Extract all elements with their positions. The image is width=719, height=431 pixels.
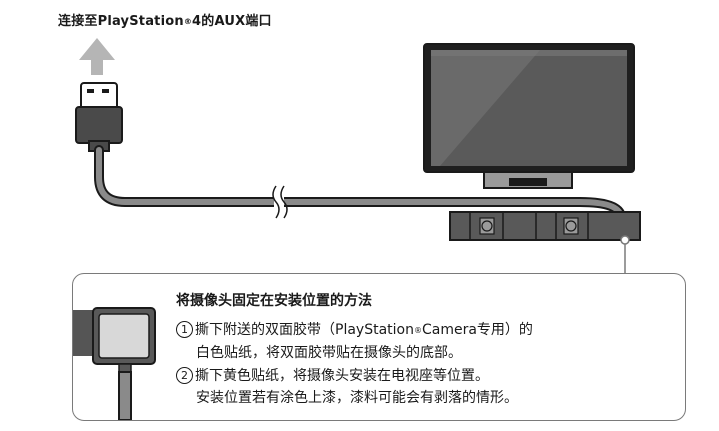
up-arrow-icon: [79, 38, 115, 75]
camera-icon: [449, 211, 641, 273]
step-number-2: 2: [176, 367, 193, 384]
camera-cable: [94, 145, 626, 223]
usb-plug-icon: [75, 82, 123, 152]
step-2-line-2: 安装位置若有涂色上漆，漆料可能会有剥落的情形。: [196, 390, 518, 406]
mounting-instructions-box: [72, 273, 686, 421]
step-number-1: 1: [176, 321, 193, 338]
instructions-title: 将摄像头固定在安装位置的方法: [176, 293, 372, 309]
detail-magnifier-icon: [73, 307, 156, 420]
aux-port-label: 连接至PlayStation®4的AUX端口: [58, 14, 272, 29]
step-1-line-2: 白色贴纸，将双面胶带贴在摄像头的底部。: [196, 345, 462, 361]
cable-break-icon: [272, 185, 288, 219]
tv-icon: [423, 43, 635, 189]
